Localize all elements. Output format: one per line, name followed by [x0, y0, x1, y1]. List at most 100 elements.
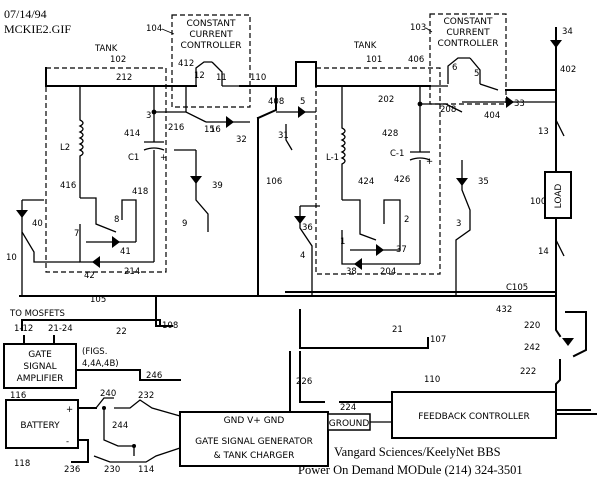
capacitor-c-minus-1-plate-bottom: [409, 157, 431, 161]
ref-402: 402: [560, 65, 576, 75]
switch-230-114: [93, 447, 181, 463]
diode-36: [294, 216, 306, 224]
generator-line1: GATE SIGNAL GENERATOR: [195, 437, 313, 447]
controller-103-transistor: [447, 57, 470, 84]
switch-node-b: [132, 444, 136, 448]
ref-39: 39: [212, 181, 223, 191]
switch-7-wiring: [80, 197, 117, 233]
battery-label: BATTERY: [20, 421, 60, 431]
ref-8: 8: [114, 215, 119, 225]
ref-426: 426: [394, 175, 410, 185]
ref-5-middle: 5: [300, 97, 305, 107]
wire-408-branch: [256, 85, 277, 120]
diode-41: [112, 236, 120, 248]
generator-box: [179, 411, 329, 467]
ref-406: 406: [408, 55, 424, 65]
ref-34: 34: [562, 27, 573, 37]
ref-232: 232: [138, 391, 154, 401]
ref-408: 408: [268, 97, 284, 107]
ref-2: 2: [404, 215, 409, 225]
capacitor-c1-plus: +: [160, 153, 167, 163]
switch-10-wiring: [21, 200, 80, 263]
ref-105: 105: [90, 295, 106, 305]
ref-107: 107: [430, 335, 446, 345]
tank-102-internals: L2 C1 +: [16, 86, 167, 296]
switch-14: [555, 239, 565, 257]
ref-204: 204: [380, 267, 396, 277]
capacitor-c-minus-1-label: C-1: [390, 149, 404, 159]
controller-103-ref: 103: [410, 23, 426, 33]
controller-104-leader: [161, 28, 175, 35]
ref-226: 226: [296, 377, 312, 387]
switch-13: [555, 119, 565, 137]
wire-tank-102-top-left: [45, 67, 81, 87]
to-mosfets-label: TO MOSFETS 1-12 21-24 (FIGS. 4,4A,4B): [9, 309, 119, 369]
ref-31: 31: [278, 131, 289, 141]
ref-220: 220: [524, 321, 540, 331]
ref-12: 12: [194, 71, 205, 81]
feedback-label: FEEDBACK CONTROLLER: [418, 412, 530, 422]
wire-226: [299, 351, 325, 403]
ref-110-bottom: 110: [424, 375, 440, 385]
header-filename: MCKIE2.GIF: [4, 22, 71, 36]
switch-network: [93, 397, 181, 463]
diode-242: [562, 338, 574, 346]
middle-junction: [276, 106, 316, 151]
ref-216: 216: [168, 123, 184, 133]
inductor-l2-label: L2: [60, 143, 70, 153]
ref-110-top: 110: [250, 73, 266, 83]
controller-103-label-line2: CURRENT: [446, 28, 490, 38]
wire-switch-220-loop: [565, 311, 587, 358]
wire-246: [77, 369, 181, 381]
to-mosfets-range1: 1-12: [14, 324, 33, 334]
diode-37: [376, 244, 384, 256]
tank-101-boundary: [315, 67, 441, 275]
reference-labels: 412 110 12 11 212 3 216 15 32 408 5 31 1…: [6, 27, 576, 475]
switch-9-wiring: [195, 150, 209, 232]
ref-9: 9: [182, 219, 187, 229]
constant-current-controller-103: CONSTANT CURRENT CONTROLLER 103: [410, 13, 507, 105]
ref-412: 412: [178, 59, 194, 69]
main-wiring: [19, 27, 591, 411]
capacitor-c-minus-1-plus: +: [426, 157, 433, 167]
ref-32: 32: [236, 135, 247, 145]
tank-101: TANK 101: [315, 41, 441, 275]
ref-22: 22: [116, 327, 127, 337]
generator-pins: GND V+ GND: [224, 416, 285, 426]
ref-3: 3: [146, 111, 151, 121]
tank-102-ref: 102: [110, 55, 126, 65]
ref-116: 116: [10, 391, 26, 401]
battery-plus: +: [66, 405, 73, 415]
to-mosfets-figs-line2: 4,4A,4B): [82, 359, 119, 369]
ref-418: 418: [132, 187, 148, 197]
constant-current-controller-104: CONSTANT CURRENT CONTROLLER 104: [146, 14, 251, 108]
ref-c105: C105: [506, 283, 528, 293]
ref-100: 100: [530, 197, 546, 207]
ref-244: 244: [112, 421, 128, 431]
switch-1-wiring: [342, 199, 377, 241]
ref-202: 202: [378, 95, 394, 105]
tank-102-label: TANK: [94, 44, 118, 54]
feedback-controller: FEEDBACK CONTROLLER: [391, 391, 597, 439]
controller-104-label-line3: CONTROLLER: [181, 41, 242, 51]
ref-38: 38: [346, 267, 357, 277]
feedback-box: [391, 391, 557, 439]
battery-minus: -: [66, 437, 69, 447]
ref-214: 214: [124, 267, 140, 277]
to-mosfets-title: TO MOSFETS: [9, 309, 65, 319]
controller-103-leader: [425, 27, 433, 33]
ref-404: 404: [484, 111, 500, 121]
credit-line-2: Power On Demand MODule (214) 324-3501: [298, 463, 523, 477]
gate-amplifier-box: [3, 343, 77, 389]
wire-crossover-top: [295, 61, 317, 87]
ref-108: 108: [162, 321, 178, 331]
tank-101-ref: 101: [366, 55, 382, 65]
header-date: 07/14/94: [4, 7, 47, 21]
ground-node: GROUND: [327, 413, 392, 431]
ref-424: 424: [358, 177, 374, 187]
diode-34: [550, 40, 562, 48]
ref-428: 428: [382, 129, 398, 139]
ref-14: 14: [538, 247, 549, 257]
ground-label: GROUND: [329, 419, 370, 429]
load-box: [544, 171, 572, 219]
